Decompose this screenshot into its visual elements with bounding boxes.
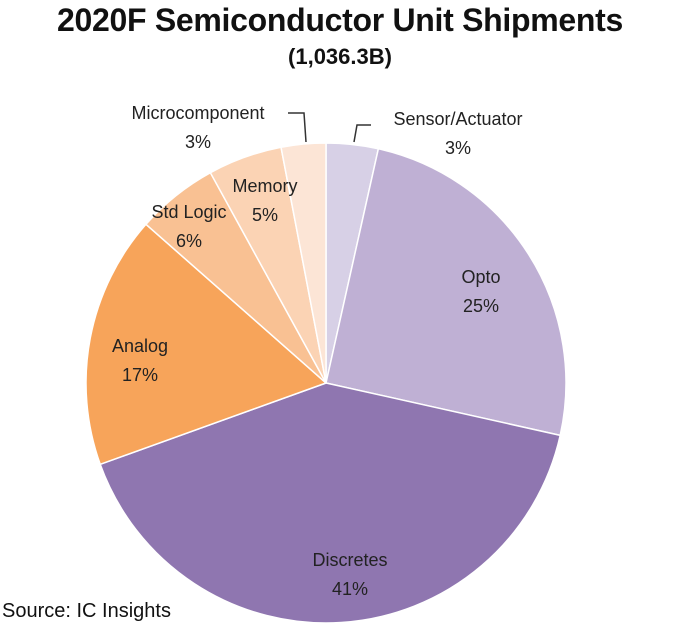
slice-percent-memory: 5%	[252, 205, 278, 225]
slice-percent-microcomponent: 3%	[185, 132, 211, 152]
slice-label-sensor-actuator: Sensor/Actuator	[393, 109, 522, 129]
slice-percent-analog: 17%	[122, 365, 158, 385]
chart-subtitle: (1,036.3B)	[288, 44, 392, 69]
slice-label-opto: Opto	[461, 267, 500, 287]
slice-label-memory: Memory	[232, 176, 297, 196]
slice-percent-sensor-actuator: 3%	[445, 138, 471, 158]
leader-lines	[288, 112, 371, 143]
slice-percent-discretes: 41%	[332, 579, 368, 599]
slice-percent-std-logic: 6%	[176, 231, 202, 251]
pie-slice-discretes	[99, 382, 562, 624]
pie-slice-microcomponent	[280, 142, 327, 384]
pie-slice-analog	[85, 223, 328, 466]
slice-label-std-logic: Std Logic	[151, 202, 226, 222]
leader-line-microcomponent	[288, 112, 307, 143]
slice-label-analog: Analog	[112, 336, 168, 356]
slice-label-microcomponent: Microcomponent	[131, 103, 264, 123]
slice-percent-opto: 25%	[463, 296, 499, 316]
chart-title: 2020F Semiconductor Unit Shipments	[57, 2, 623, 38]
leader-line-sensor-actuator	[353, 124, 371, 143]
pie-slices	[85, 142, 567, 624]
slice-label-discretes: Discretes	[312, 550, 387, 570]
pie-slice-opto	[325, 147, 567, 437]
source-note: Source: IC Insights	[2, 600, 171, 622]
